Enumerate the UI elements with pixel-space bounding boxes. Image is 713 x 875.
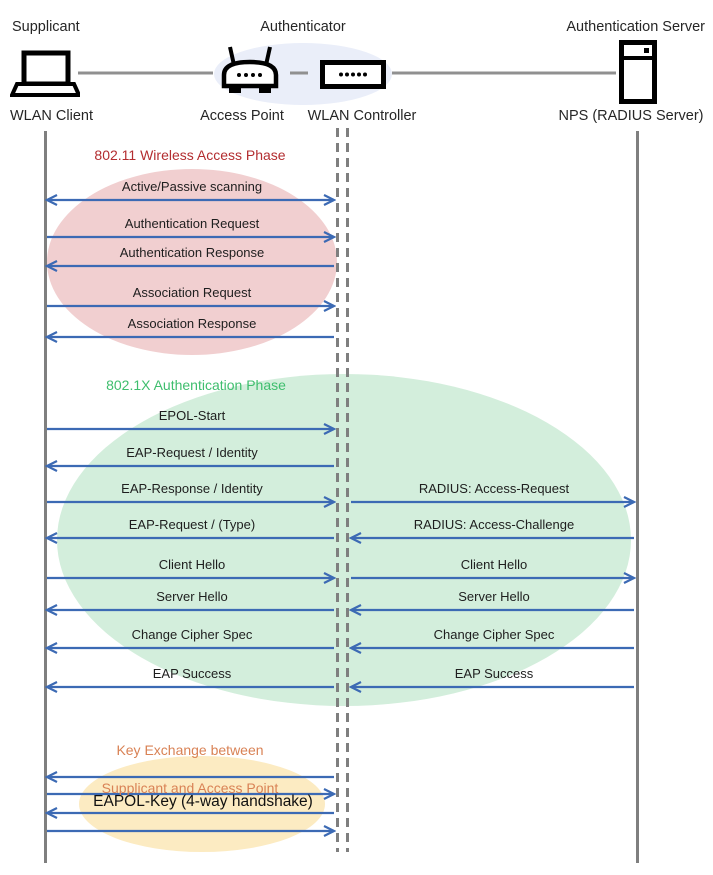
server-icon <box>619 40 657 104</box>
eapol-key-handshake-label: EAPOL-Key (4-way handshake) <box>93 793 313 810</box>
phase3-title-line1: Key Exchange between <box>116 742 264 758</box>
phase1-wireless-access-ellipse <box>47 169 337 355</box>
label-wlan-controller: WLAN Controller <box>307 108 417 124</box>
phase2-authentication-ellipse <box>57 374 631 706</box>
phase3-title-line2: Supplicant and Access Point <box>101 780 279 796</box>
role-authenticator: Authenticator <box>260 19 346 35</box>
wlan-controller-icon <box>320 60 386 89</box>
laptop-icon <box>10 50 80 97</box>
phase2-title: 802.1X Authentication Phase <box>106 377 286 393</box>
phase3-key-exchange-ellipse <box>79 756 325 852</box>
phase3-title: Key Exchange between Supplicant and Acce… <box>40 722 340 817</box>
label-wlan-client: WLAN Client <box>10 108 93 124</box>
access-point-icon <box>221 46 279 93</box>
role-authentication-server: Authentication Server <box>566 19 705 35</box>
label-access-point: Access Point <box>200 108 284 124</box>
phase1-title: 802.11 Wireless Access Phase <box>94 147 286 163</box>
label-nps-server: NPS (RADIUS Server) <box>558 108 704 124</box>
role-supplicant: Supplicant <box>12 19 80 35</box>
